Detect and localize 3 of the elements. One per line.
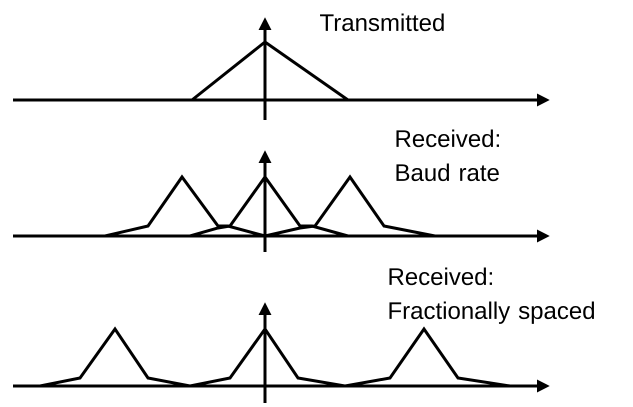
plot-label: Transmitted (320, 14, 444, 32)
plot-label: Received: Fractionally spaced (389, 268, 594, 324)
plot-label: Received: Baud rate (396, 130, 499, 182)
